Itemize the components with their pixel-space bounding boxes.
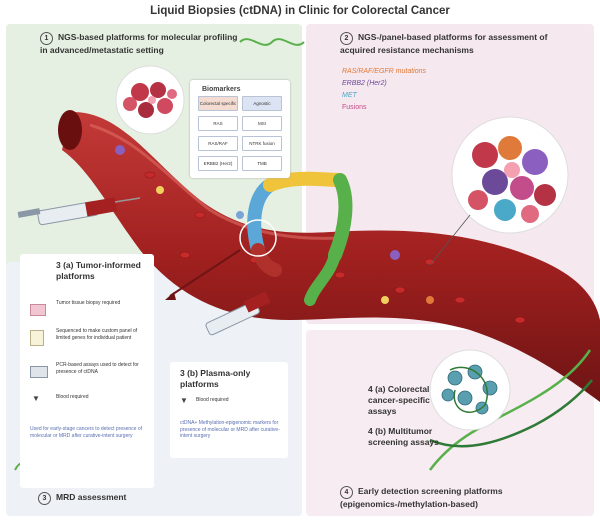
step-sequencing: Sequenced to make custom panel of limite… bbox=[56, 328, 138, 341]
panel-sheet-icon bbox=[30, 330, 44, 346]
resistance-list: RAS/RAF/EGFR mutations ERBB2 (Her2) MET … bbox=[342, 66, 442, 114]
biomarker-cell: ERBB2 (Her2) bbox=[198, 156, 238, 171]
page-title: Liquid Biopsies (ctDNA) in Clinic for Co… bbox=[150, 5, 450, 17]
syringe-icon-bottom bbox=[205, 291, 271, 336]
section-1-number: 1 bbox=[40, 32, 53, 45]
tumor-cluster-right bbox=[451, 116, 569, 234]
section-3-title: MRD assessment bbox=[56, 492, 127, 502]
biomarker-cell: MSI bbox=[242, 116, 282, 131]
assay-multitumor: 4 (b) Multitumor screening assays bbox=[368, 426, 439, 447]
section-3-number: 3 bbox=[38, 492, 51, 505]
tumor-cells-in-vessel bbox=[115, 145, 434, 304]
tumor-cluster-left bbox=[115, 65, 185, 135]
section-3b-heading: 3 (b) Plasma-only platforms bbox=[180, 368, 251, 389]
section-4-number: 4 bbox=[340, 486, 353, 499]
tumor-informed-box: 3 (a) Tumor-informed platforms Tumor tis… bbox=[20, 254, 154, 488]
biomarkers-title: Biomarkers bbox=[202, 86, 241, 93]
biomarker-header-agnostic: Agnostic bbox=[242, 96, 282, 111]
step-pcr: PCR-based assays used to detect for pres… bbox=[56, 362, 139, 375]
tumor-informed-note: Used for early-stage cancers to detect p… bbox=[30, 426, 143, 439]
section-2-title: NGS-/panel-based platforms for assessmen… bbox=[340, 32, 548, 55]
syringe-icon-top bbox=[17, 197, 141, 226]
assay-colorectal-specific: 4 (a) Colorectal cancer-specific assays bbox=[368, 384, 430, 416]
step-blood-plasma: Blood required bbox=[196, 397, 229, 403]
section-3a-heading: 3 (a) Tumor-informed platforms bbox=[56, 260, 141, 281]
biomarker-cell: NTRK fusion bbox=[242, 136, 282, 151]
colon bbox=[247, 171, 353, 306]
section-2-number: 2 bbox=[340, 32, 353, 45]
tissue-slide-icon bbox=[30, 304, 46, 316]
section-3-heading: 3 MRD assessment bbox=[38, 492, 238, 505]
plasma-only-box: 3 (b) Plasma-only platforms ▼ Blood requ… bbox=[170, 362, 288, 458]
biomarker-cell: TMB bbox=[242, 156, 282, 171]
resistance-item-fusions: Fusions bbox=[342, 104, 367, 111]
plasma-only-note: ctDNA+ Methylation-epigenomic markers fo… bbox=[180, 420, 280, 439]
biomarkers-table: Biomarkers Colorectal specific Agnostic … bbox=[190, 80, 290, 178]
dna-icon-top bbox=[239, 38, 305, 46]
section-1-title: NGS-based platforms for molecular profil… bbox=[40, 32, 238, 55]
resistance-item-ras: RAS/RAF/EGFR mutations bbox=[342, 68, 427, 75]
biomarker-cell: RAS/RAF bbox=[198, 136, 238, 151]
pcr-machine-icon bbox=[30, 366, 48, 378]
biomarker-cell: RAS bbox=[198, 116, 238, 131]
section-4-title: Early detection screening platforms (epi… bbox=[340, 486, 503, 509]
step-blood: Blood required bbox=[56, 394, 89, 400]
resistance-item-met: MET bbox=[342, 92, 357, 99]
blood-tube-icon: ▼ bbox=[180, 396, 188, 405]
blood-tube-icon: ▼ bbox=[32, 394, 40, 403]
biomarker-header-colorectal: Colorectal specific bbox=[198, 96, 238, 111]
resistance-item-erbb2: ERBB2 (Her2) bbox=[342, 80, 387, 87]
step-tissue-biopsy: Tumor tissue biopsy required bbox=[56, 300, 121, 306]
